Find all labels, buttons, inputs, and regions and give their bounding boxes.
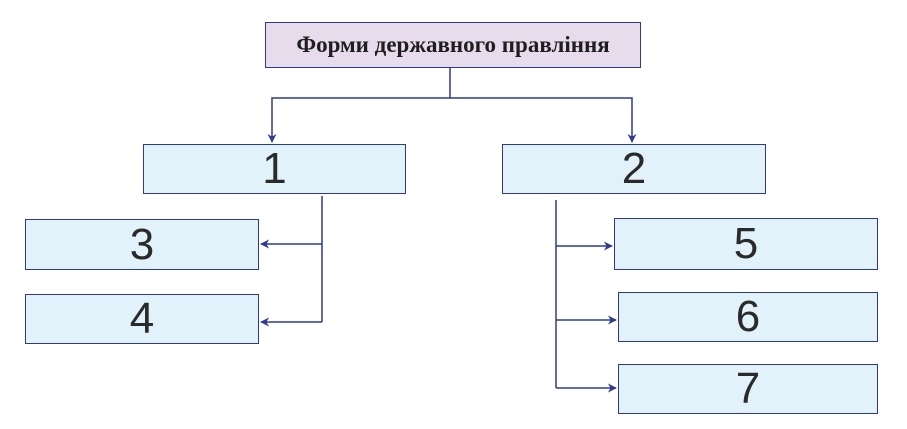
node-2-label: 2 (621, 144, 647, 193)
node-1-label: 1 (262, 144, 287, 193)
node-5-label: 5 (733, 219, 759, 268)
node-5-box: 5 (614, 218, 878, 270)
edge-title-1 (267, 68, 451, 143)
edge-title-2 (450, 97, 637, 143)
node-7-label: 7 (735, 364, 761, 413)
node-6-box: 6 (618, 292, 878, 342)
node-3-box: 3 (25, 219, 259, 270)
title-box: Форми державного правління (265, 22, 641, 68)
title-text: Форми державного правління (296, 32, 610, 57)
node-1-box: 1 (143, 144, 406, 194)
node-4-box: 4 (25, 294, 259, 344)
node-2-box: 2 (502, 144, 766, 194)
node-4-label: 4 (129, 294, 155, 343)
node-6-label: 6 (735, 292, 761, 341)
node-7-box: 7 (618, 364, 878, 414)
node-3-label: 3 (129, 219, 155, 269)
